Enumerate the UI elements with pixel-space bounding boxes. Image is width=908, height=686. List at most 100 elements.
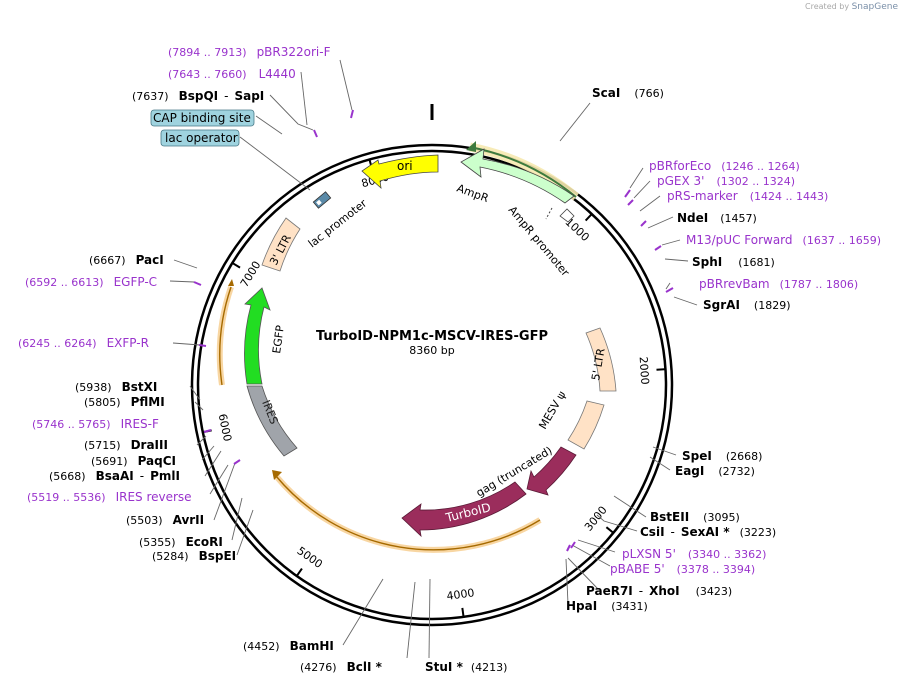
svg-text:SphI(1681): SphI (1681) — [692, 255, 775, 269]
enzyme-name: ScaI — [592, 86, 620, 100]
tick-mark — [605, 526, 615, 535]
tick-label: 3000 — [582, 504, 610, 534]
enzyme-name: SgrAI — [703, 298, 740, 312]
svg-text:(6667)PacI: (6667) PacI — [89, 253, 164, 267]
primer-name: pRS-marker — [667, 189, 738, 203]
primer-coord: (3340 .. 3362) — [688, 548, 767, 561]
svg-text:(6245 .. 6264)EXFP-R: (6245 .. 6264)EXFP-R — [18, 336, 149, 350]
svg-text:(5284)BspEI: (5284)BspEI — [152, 549, 236, 563]
svg-text:(5691)PaqCI: (5691)PaqCI — [91, 454, 176, 468]
svg-text:(5805)PflMI: (5805)PflMI — [84, 395, 165, 409]
enzyme-sep: - — [140, 469, 144, 483]
svg-text:pRS-marker(1424 .. 1443): pRS-marker(1424 .. 1443) — [667, 189, 828, 203]
enzyme-name: SphI — [692, 255, 722, 269]
enzyme-name: EagI — [675, 464, 704, 478]
enzyme-coord: (4452) — [243, 640, 280, 653]
svg-text:StuI *(4213): StuI *(4213) — [425, 660, 507, 674]
enzyme-coord: (5668) — [49, 470, 86, 483]
svg-text:(7637)BspQI-SapI: (7637)BspQI-SapI — [132, 89, 264, 103]
enzyme-coord: (5355) — [139, 536, 176, 549]
tick-mark — [230, 261, 241, 269]
enzyme-name: HpaI — [566, 599, 597, 613]
primer-name: EGFP-C — [114, 275, 157, 289]
svg-text:HpaI(3431): HpaI(3431) — [566, 599, 648, 613]
svg-text:(4452)BamHI: (4452)BamHI — [243, 639, 334, 653]
primer-coord: (1246 .. 1264) — [721, 160, 800, 173]
primer-name: IRES reverse — [116, 490, 192, 504]
enzyme-name: PaeR7I — [586, 584, 633, 598]
svg-text:pBABE 5'(3378 .. 3394): pBABE 5' (3378 .. 3394) — [610, 562, 755, 576]
backbone-outer — [190, 143, 674, 627]
primer-coord: (3378 .. 3394) — [677, 563, 756, 576]
primer-coord: (5746 .. 5765) — [32, 418, 111, 431]
svg-text:(6592 .. 6613)EGFP-C: (6592 .. 6613)EGFP-C — [25, 275, 157, 289]
svg-text:(5715)DraIII: (5715) DraIII — [84, 438, 168, 452]
enzyme-coord: (3223) — [740, 526, 777, 539]
enzyme-coord: (5284) — [152, 550, 189, 563]
ori-label: ori — [397, 159, 413, 173]
egfp-feature — [244, 287, 271, 385]
enzyme-coord: (6667) — [89, 254, 126, 267]
enzyme-name: SpeI — [682, 449, 712, 463]
primer-name: pGEX 3' — [657, 174, 704, 188]
svg-text:EagI(2732): EagI(2732) — [675, 464, 755, 478]
enzyme-labels: ScaI(766) NdeI(1457) SphI(1681) SgrAI(18… — [49, 86, 790, 674]
primer-coord: (7643 .. 7660) — [168, 68, 247, 81]
enzyme-name: EcoRI — [186, 535, 223, 549]
backbone-inner — [196, 149, 668, 621]
plasmid-length: 8360 bp — [409, 344, 454, 357]
enzyme-coord: (2668) — [726, 450, 763, 463]
ampr-promoter-feature — [559, 208, 575, 223]
primer-name: L4440 — [259, 67, 296, 81]
enzyme-name: BspQI — [179, 89, 219, 103]
primer-name: IRES-F — [121, 417, 159, 431]
enzyme-coord: (5805) — [84, 396, 121, 409]
ampr-label: AmpR — [455, 182, 491, 206]
svg-text:ScaI(766): ScaI(766) — [592, 86, 664, 100]
primer-coord: (1302 .. 1324) — [716, 175, 795, 188]
tick-label: 4000 — [446, 586, 475, 603]
gag-feature — [526, 446, 577, 496]
snapgene-watermark: Created by SnapGene — [805, 2, 898, 12]
ampr-highlight-arrow — [466, 141, 476, 152]
enzyme-name: PacI — [136, 253, 164, 267]
enzyme-name: SapI — [234, 89, 264, 103]
svg-text:(7643 .. 7660)L4440: (7643 .. 7660) L4440 — [168, 67, 296, 81]
enzyme-coord: (5715) — [84, 439, 121, 452]
enzyme-sep: - — [671, 525, 675, 539]
ires-feature — [246, 385, 298, 457]
enzyme-name: BsaAI — [96, 469, 134, 483]
enzyme-name: DraIII — [131, 438, 168, 452]
enzyme-coord: (1829) — [754, 299, 791, 312]
leader-lines — [169, 59, 698, 659]
primer-name: pBRforEco — [649, 159, 711, 173]
enzyme-name: CsiI — [640, 525, 665, 539]
primer-name: pBR322ori-F — [257, 45, 331, 59]
svg-text:pLXSN 5'(3340 .. 3362): pLXSN 5'(3340 .. 3362) — [622, 547, 766, 561]
enzyme-name: BstEII — [650, 510, 689, 524]
lac-operator-label: lac operator — [165, 131, 238, 145]
tick-label: 2000 — [637, 356, 652, 385]
plasmid-name: TurboID-NPM1c-MSCV-IRES-GFP — [316, 329, 548, 344]
primer-coord: (1787 .. 1806) — [780, 278, 859, 291]
ltr5-label: 5' LTR — [589, 347, 608, 382]
svg-text:pBRrevBam(1787 .. 1806): pBRrevBam(1787 .. 1806) — [699, 277, 858, 291]
svg-text:SpeI(2668): SpeI (2668) — [682, 449, 762, 463]
enzyme-name: AvrII — [173, 513, 205, 527]
enzyme-coord: (1681) — [738, 256, 775, 269]
enzyme-name: StuI * — [425, 660, 464, 674]
watermark-prefix: Created by — [805, 2, 850, 11]
tick-label: 6000 — [216, 413, 234, 443]
egfp-highlight — [216, 286, 234, 386]
primer-labels: (7894 .. 7913)pBR322ori-F (7643 .. 7660)… — [18, 45, 881, 576]
primer-marks — [193, 109, 674, 552]
ori-feature — [361, 154, 439, 190]
svg-text:(5519 .. 5536)IRES reverse: (5519 .. 5536)IRES reverse — [27, 490, 192, 504]
primer-name: EXFP-R — [107, 336, 149, 350]
cap-binding-box — [150, 109, 255, 127]
primer-name: pBABE 5' — [610, 562, 665, 576]
enzyme-coord: (5691) — [91, 455, 128, 468]
ampr-feature — [460, 148, 575, 204]
enzyme-coord: (5938) — [75, 381, 112, 394]
enzyme-coord: (1457) — [720, 212, 757, 225]
